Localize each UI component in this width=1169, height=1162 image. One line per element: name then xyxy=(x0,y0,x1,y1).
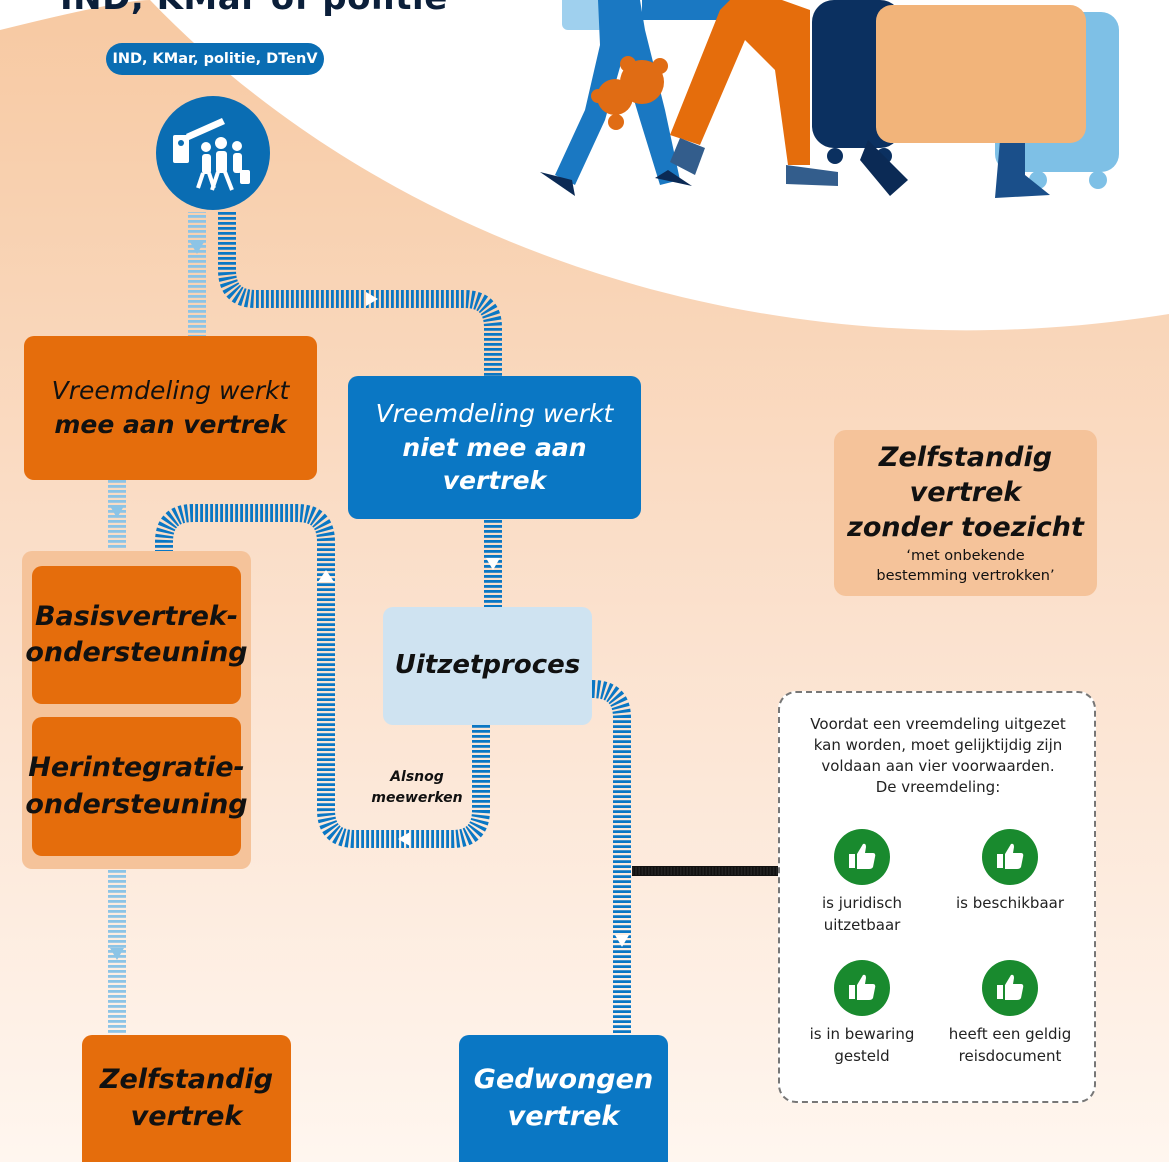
cooperates-line2: mee aan vertrek xyxy=(54,410,287,439)
forced-departure-box: Gedwongen vertrek xyxy=(459,1035,668,1162)
unsupervised-note2: bestemming vertrokken’ xyxy=(876,567,1055,584)
independent-line1: Zelfstandig xyxy=(99,1064,274,1096)
flow-line-to-forced xyxy=(591,680,631,1035)
conditions-intro-line1: Voordat een vreemdeling uitgezet xyxy=(810,715,1066,733)
flow-line-still-cooperate xyxy=(155,504,490,848)
condition-4-line2: reisdocument xyxy=(958,1046,1062,1065)
not-cooperates-line2: niet mee aan vertrek xyxy=(402,432,587,496)
expulsion-process-label: Uitzetproces xyxy=(394,650,581,681)
condition-available: is beschikbaar xyxy=(935,893,1085,915)
forced-line2: vertrek xyxy=(507,1100,620,1132)
condition-4-line1: heeft een geldig xyxy=(948,1025,1072,1043)
still-cooperate-label: Alsnog meewerken xyxy=(362,767,472,809)
condition-in-detention: is in bewaring gesteld xyxy=(787,1024,937,1068)
border-control-icon xyxy=(156,96,270,210)
unsupervised-note1: ‘met onbekende xyxy=(906,548,1025,565)
condition-3-line2: gesteld xyxy=(834,1046,890,1065)
forced-line1: Gedwongen xyxy=(473,1064,654,1096)
unsupervised-line1: Zelfstandig vertrek xyxy=(878,441,1053,508)
reintegration-line1: Herintegratie- xyxy=(28,752,245,784)
page-title: IND, KMar of politie xyxy=(60,0,448,18)
conditions-panel xyxy=(778,691,1096,1103)
condition-3-line1: is in bewaring xyxy=(809,1025,915,1043)
reintegration-line2: ondersteuning xyxy=(25,788,248,820)
not-cooperates-box: Vreemdeling werkt niet mee aan vertrek xyxy=(348,376,641,519)
thumbs-up-icon xyxy=(982,829,1038,885)
conditions-intro-line3: voldaan aan vier voorwaarden. xyxy=(821,757,1055,775)
thumbs-up-icon xyxy=(834,960,890,1016)
cooperates-line1: Vreemdeling werkt xyxy=(51,376,290,406)
basic-support-box: Basisvertrek- ondersteuning xyxy=(25,566,248,704)
travel-illustration xyxy=(540,0,1119,198)
independent-departure-box: Zelfstandig vertrek xyxy=(82,1035,291,1162)
condition-legally-expellable: is juridisch uitzetbaar xyxy=(787,893,937,937)
condition-travel-document: heeft een geldig reisdocument xyxy=(935,1024,1085,1068)
basic-support-line2: ondersteuning xyxy=(25,637,248,668)
thumbs-up-icon xyxy=(834,829,890,885)
condition-1-line2: uitzetbaar xyxy=(823,915,901,934)
still-cooperate-line2: meewerken xyxy=(371,790,463,806)
basic-support-line1: Basisvertrek- xyxy=(34,600,239,632)
expulsion-process-box: Uitzetproces xyxy=(383,607,592,725)
conditions-intro-line2: kan worden, moet gelijktijdig zijn xyxy=(813,736,1063,754)
unsupervised-departure-box: Zelfstandig vertrek zonder toezicht ‘met… xyxy=(834,430,1097,596)
actors-badge: IND, KMar, politie, DTenV xyxy=(106,43,324,75)
unsupervised-line2: zonder toezicht xyxy=(847,511,1084,543)
cooperates-box: Vreemdeling werkt mee aan vertrek xyxy=(24,336,317,480)
flow-line-cooperates xyxy=(188,212,206,336)
conditions-intro: Voordat een vreemdeling uitgezet kan wor… xyxy=(790,714,1086,798)
thumbs-up-icon xyxy=(982,960,1038,1016)
condition-1-line1: is juridisch xyxy=(821,894,903,912)
reintegration-support-box: Herintegratie- ondersteuning xyxy=(25,717,248,856)
independent-line2: vertrek xyxy=(130,1100,243,1132)
conditions-intro-line4: De vreemdeling: xyxy=(875,778,1001,796)
not-cooperates-line1: Vreemdeling werkt xyxy=(375,398,614,428)
condition-2-line1: is beschikbaar xyxy=(956,894,1064,912)
connector-conditions xyxy=(632,866,778,876)
still-cooperate-line1: Alsnog xyxy=(390,769,444,785)
